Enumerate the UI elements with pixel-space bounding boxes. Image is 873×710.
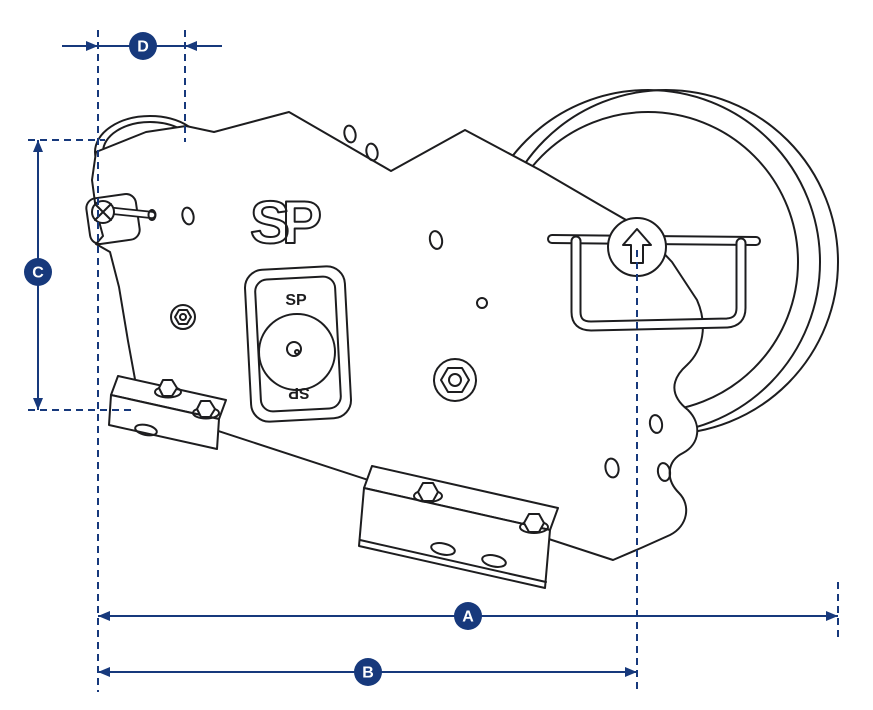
nut-center xyxy=(448,373,462,387)
pin-end xyxy=(147,209,157,221)
slot-hole xyxy=(481,554,507,568)
plate-holes xyxy=(181,124,672,482)
dimension-label-a: A xyxy=(462,609,474,626)
arrowhead xyxy=(33,398,43,410)
hex-nut xyxy=(440,367,470,393)
slot-hole xyxy=(430,542,456,556)
hex-bolt xyxy=(158,379,178,397)
dimension-label-badge-a xyxy=(454,602,482,630)
mounting-bracket-left xyxy=(108,375,227,450)
nut-washer xyxy=(170,304,196,330)
arrowhead xyxy=(625,667,637,677)
dimension-c: C xyxy=(24,140,52,410)
load-cell-dial xyxy=(258,313,336,391)
load-cell-dial-center xyxy=(286,341,302,357)
dimension-label-badge-b xyxy=(354,658,382,686)
fasteners xyxy=(170,304,477,402)
plate-hole xyxy=(648,414,664,434)
arrowhead xyxy=(86,41,98,51)
plate-hole xyxy=(604,457,620,479)
plate-hole xyxy=(476,297,488,309)
dimension-label-b: B xyxy=(362,665,374,682)
body-plate xyxy=(91,111,704,561)
dimension-a: A xyxy=(98,602,838,630)
arrowhead xyxy=(98,667,110,677)
nut-center xyxy=(179,313,187,321)
arrowhead xyxy=(33,140,43,152)
dimension-d: D xyxy=(62,32,222,60)
bracket-front-face xyxy=(108,394,220,450)
mounting-bracket-bottom xyxy=(358,465,559,589)
dimension-label-d: D xyxy=(137,39,149,56)
line-art: SP SP SP xyxy=(85,89,839,589)
dimension-label-badge-d xyxy=(129,32,157,60)
load-cell-box: SP SP xyxy=(244,265,352,423)
pin-shaft-highlight xyxy=(111,208,155,218)
hex-bolt xyxy=(196,400,216,418)
load-cell-bottom-label: SP xyxy=(288,384,310,401)
dimension-annotations: D C A B xyxy=(24,30,839,692)
carry-handle xyxy=(547,217,761,332)
hex-bolt xyxy=(417,482,439,502)
sp-logo: SP xyxy=(250,189,320,256)
nut-washer xyxy=(433,358,477,402)
plate-hole xyxy=(428,230,444,250)
load-cell-dial-dot xyxy=(294,349,300,355)
hex-bolt xyxy=(523,513,545,533)
arrowhead xyxy=(98,611,110,621)
load-cell-top-label: SP xyxy=(285,292,307,309)
dimension-b: B xyxy=(98,658,637,686)
dimension-label-c: C xyxy=(32,265,44,282)
plate-hole xyxy=(181,206,195,226)
arrowhead xyxy=(826,611,838,621)
shackle-pin xyxy=(85,193,157,245)
dimension-label-badge-c xyxy=(24,258,52,286)
arrowhead xyxy=(185,41,197,51)
handle-loop-highlight xyxy=(572,237,745,330)
bracket-lip xyxy=(359,539,547,583)
pin-slot xyxy=(94,203,112,221)
plate-hole xyxy=(343,124,357,144)
hex-nut xyxy=(174,309,192,325)
bracket-front-face xyxy=(358,487,551,589)
plate-hole xyxy=(656,462,672,482)
plate-hole xyxy=(365,142,379,162)
slot-hole xyxy=(134,423,158,437)
